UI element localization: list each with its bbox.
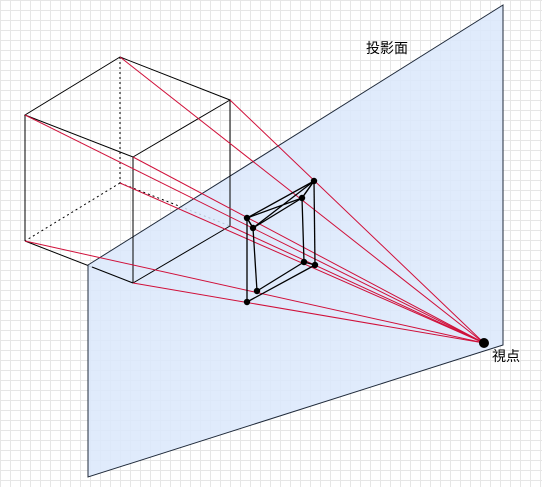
ray-bottom-right — [229, 225, 485, 344]
viewpoint-label: 視点 — [492, 349, 520, 365]
cube-edge-bottom-right-front — [132, 225, 231, 284]
projection-plane — [87, 4, 504, 478]
ray-bottom-front — [132, 282, 485, 344]
projected-point — [243, 214, 251, 222]
projection-plane-label: 投影面 — [366, 41, 408, 57]
viewpoint-point — [479, 338, 489, 348]
projected-points — [243, 177, 319, 306]
projected-point — [300, 258, 308, 266]
projected-edge-4 — [301, 180, 315, 199]
ray-top-right — [229, 99, 485, 344]
projected-edge-8 — [313, 180, 316, 266]
cube-top-face — [23, 56, 232, 158]
projected-edge-7 — [301, 197, 305, 263]
projected-point — [249, 224, 257, 232]
projected-edge-10 — [256, 261, 305, 292]
projected-edge-9 — [246, 264, 316, 303]
projected-edge-6 — [252, 227, 258, 292]
cube-hidden-edge-left — [24, 182, 121, 242]
projected-point — [243, 298, 251, 306]
projected-point — [310, 177, 318, 185]
ray-top-front — [132, 156, 485, 344]
projected-point — [311, 261, 319, 269]
projected-edge-1 — [246, 180, 315, 219]
projected-edge-2 — [252, 197, 303, 229]
cube-edge-bottom-left-front — [91, 266, 134, 284]
projected-point — [253, 287, 261, 295]
projected-point — [298, 194, 306, 202]
